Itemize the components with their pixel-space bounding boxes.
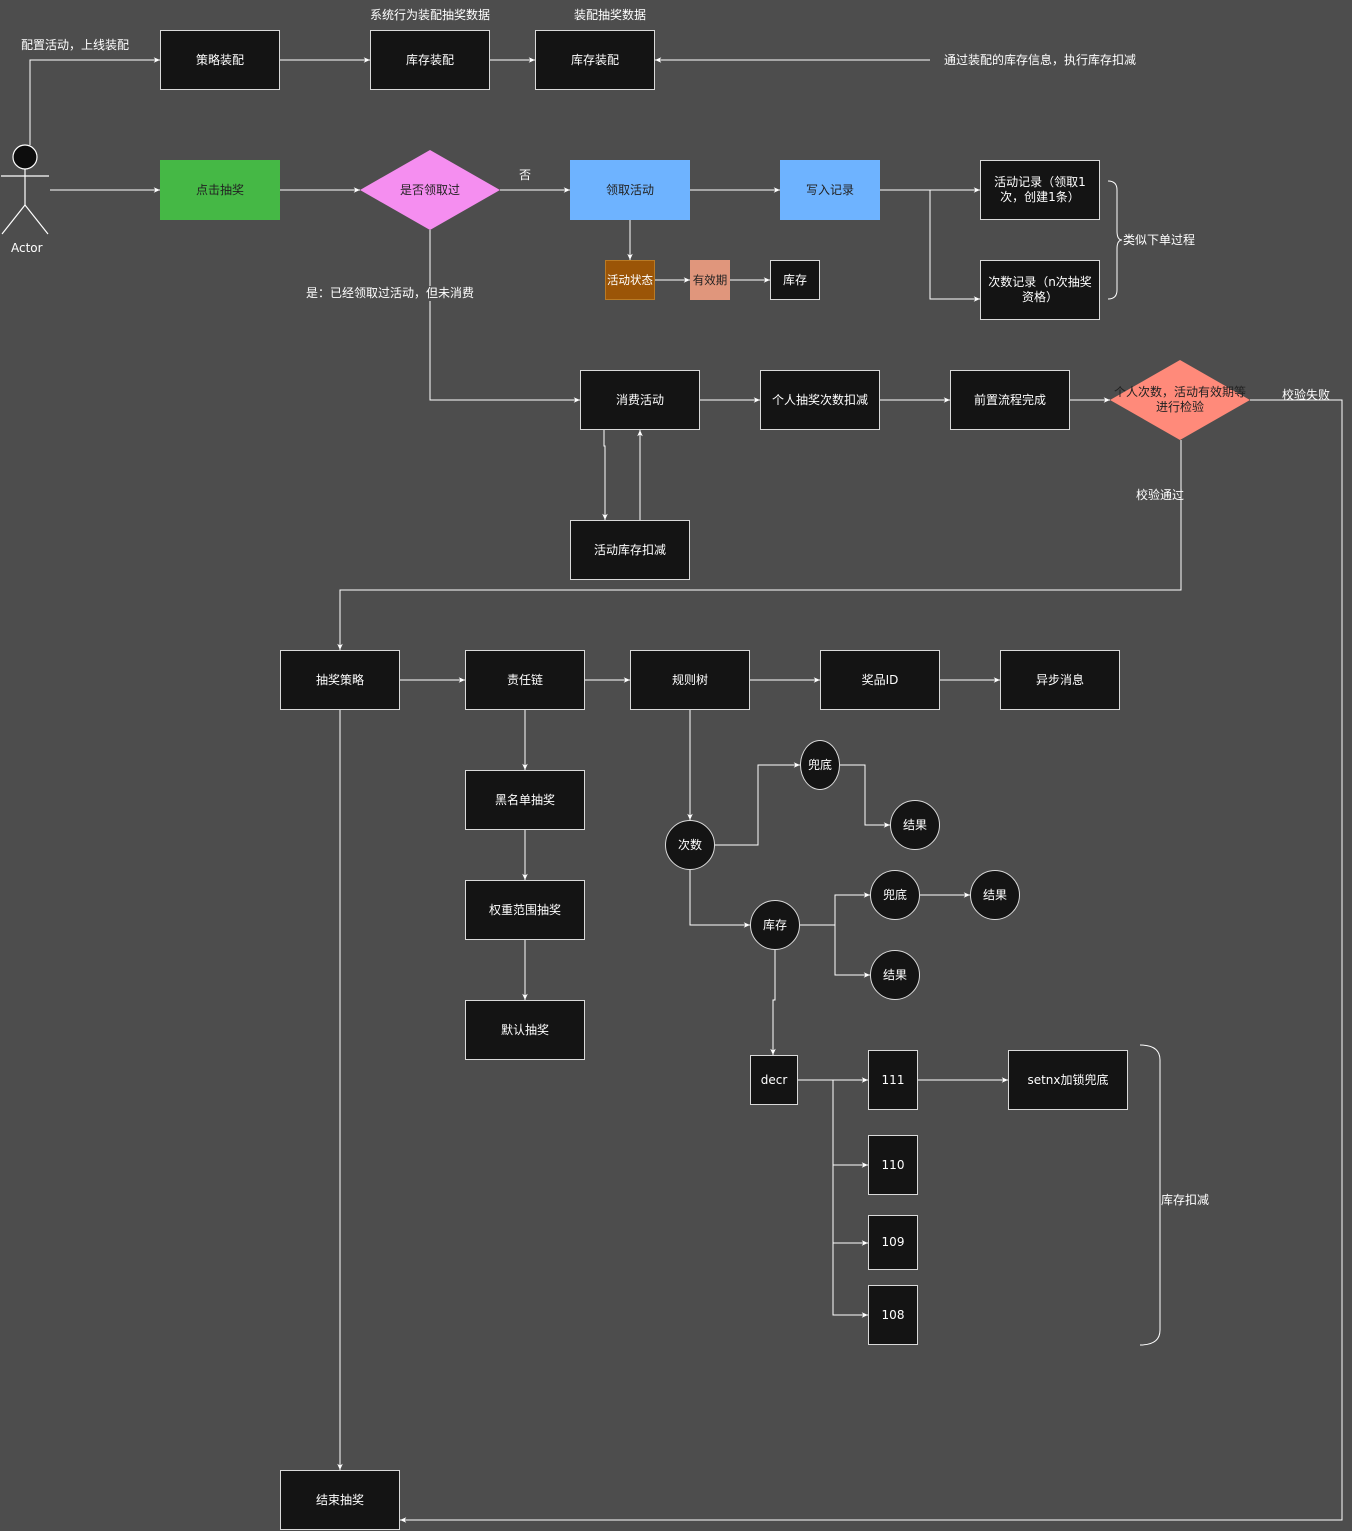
node-109[interactable]: 109 — [868, 1215, 918, 1270]
node-activity-status[interactable]: 活动状态 — [605, 260, 655, 300]
node-responsibility-chain[interactable]: 责任链 — [465, 650, 585, 710]
label-no: 否 — [519, 168, 532, 182]
node-blacklist-draw[interactable]: 黑名单抽奖 — [465, 770, 585, 830]
label-stock-deduct: 库存扣减 — [1161, 1193, 1210, 1207]
node-count-record[interactable]: 次数记录（n次抽奖资格） — [980, 260, 1100, 320]
label-deduct-via-assembly: 通过装配的库存信息，执行库存扣减 — [944, 53, 1137, 67]
node-stock-assembly-2[interactable]: 库存装配 — [535, 30, 655, 90]
label-check-fail: 校验失败 — [1282, 388, 1331, 402]
node-activity-record[interactable]: 活动记录（领取1次，创建1条） — [980, 160, 1100, 220]
node-result-2[interactable]: 结果 — [970, 870, 1020, 920]
actor-figure-icon — [1, 144, 49, 235]
edge-stock-to-decr — [770, 950, 776, 1055]
node-pre-process-done[interactable]: 前置流程完成 — [950, 370, 1070, 430]
node-fallback-2[interactable]: 兜底 — [870, 870, 920, 920]
node-claimed-check[interactable]: 是否领取过 — [360, 150, 500, 230]
edge-stock-to-result — [834, 925, 870, 978]
node-strategy-assembly[interactable]: 策略装配 — [160, 30, 280, 90]
node-claim-activity[interactable]: 领取活动 — [570, 160, 690, 220]
bracket-similar-order — [1107, 180, 1123, 300]
node-write-record[interactable]: 写入记录 — [780, 160, 880, 220]
node-draw-strategy[interactable]: 抽奖策略 — [280, 650, 400, 710]
node-111[interactable]: 111 — [868, 1050, 918, 1110]
node-weight-range-draw[interactable]: 权重范围抽奖 — [465, 880, 585, 940]
edge-check-pass-to-strategy — [337, 440, 1182, 650]
node-108[interactable]: 108 — [868, 1285, 918, 1345]
edge-decr-to-109 — [832, 1165, 868, 1246]
node-result-3[interactable]: 结果 — [870, 950, 920, 1000]
label-check-pass: 校验通过 — [1136, 488, 1185, 502]
node-prize-id[interactable]: 奖品ID — [820, 650, 940, 710]
edge-check-yes-to-consume — [429, 230, 580, 403]
edge-count-to-stock — [689, 870, 750, 928]
node-async-message[interactable]: 异步消息 — [1000, 650, 1120, 710]
edge-decr-to-108 — [832, 1243, 868, 1318]
edge-fallback-to-result — [840, 764, 890, 828]
node-stock[interactable]: 库存 — [750, 900, 800, 950]
node-count[interactable]: 次数 — [665, 820, 715, 870]
edge-stock-to-fallback — [800, 892, 870, 926]
label-assembly-data: 装配抽奖数据 — [574, 8, 647, 22]
edge-consume-to-stock-deduct — [602, 430, 608, 520]
edge-write-to-count-record — [929, 190, 980, 302]
node-activity-stock-deduct[interactable]: 活动库存扣减 — [570, 520, 690, 580]
actor-label: Actor — [11, 241, 43, 255]
claimed-check-label: 是否领取过 — [399, 182, 460, 197]
label-similar-order: 类似下单过程 — [1123, 233, 1196, 247]
edge-check-fail-to-end — [400, 399, 1343, 1523]
label-yes-claimed: 是：已经领取过活动，但未消费 — [306, 286, 475, 301]
node-validity[interactable]: 有效期 — [690, 260, 730, 300]
edge-decr-to-110 — [832, 1080, 868, 1168]
node-result-1[interactable]: 结果 — [890, 800, 940, 850]
node-setnx[interactable]: setnx加锁兜底 — [1008, 1050, 1128, 1110]
node-stock-assembly-1[interactable]: 库存装配 — [370, 30, 490, 90]
node-personal-count-deduct[interactable]: 个人抽奖次数扣减 — [760, 370, 880, 430]
node-fallback-1[interactable]: 兜底 — [800, 740, 840, 790]
node-default-draw[interactable]: 默认抽奖 — [465, 1000, 585, 1060]
diamond-shape — [360, 150, 500, 230]
edge-count-to-fallback — [715, 762, 800, 846]
node-rule-tree[interactable]: 规则树 — [630, 650, 750, 710]
node-click-draw[interactable]: 点击抽奖 — [160, 160, 280, 220]
node-consume-activity[interactable]: 消费活动 — [580, 370, 700, 430]
node-decr[interactable]: decr — [750, 1055, 798, 1105]
node-check-diamond[interactable]: 个人次数，活动有效期等进行检验 — [1110, 360, 1250, 440]
label-system-assembly: 系统行为装配抽奖数据 — [370, 8, 491, 22]
bracket-stock-deduct — [1139, 1044, 1161, 1346]
check-diamond-label: 个人次数，活动有效期等进行检验 — [1113, 384, 1246, 414]
diamond-shape — [1110, 360, 1250, 440]
label-config-online: 配置活动，上线装配 — [21, 38, 130, 52]
node-end-draw[interactable]: 结束抽奖 — [280, 1470, 400, 1530]
node-stock-small[interactable]: 库存 — [770, 260, 820, 300]
node-110[interactable]: 110 — [868, 1135, 918, 1195]
edge-actor-to-strategy-assembly — [29, 57, 160, 145]
